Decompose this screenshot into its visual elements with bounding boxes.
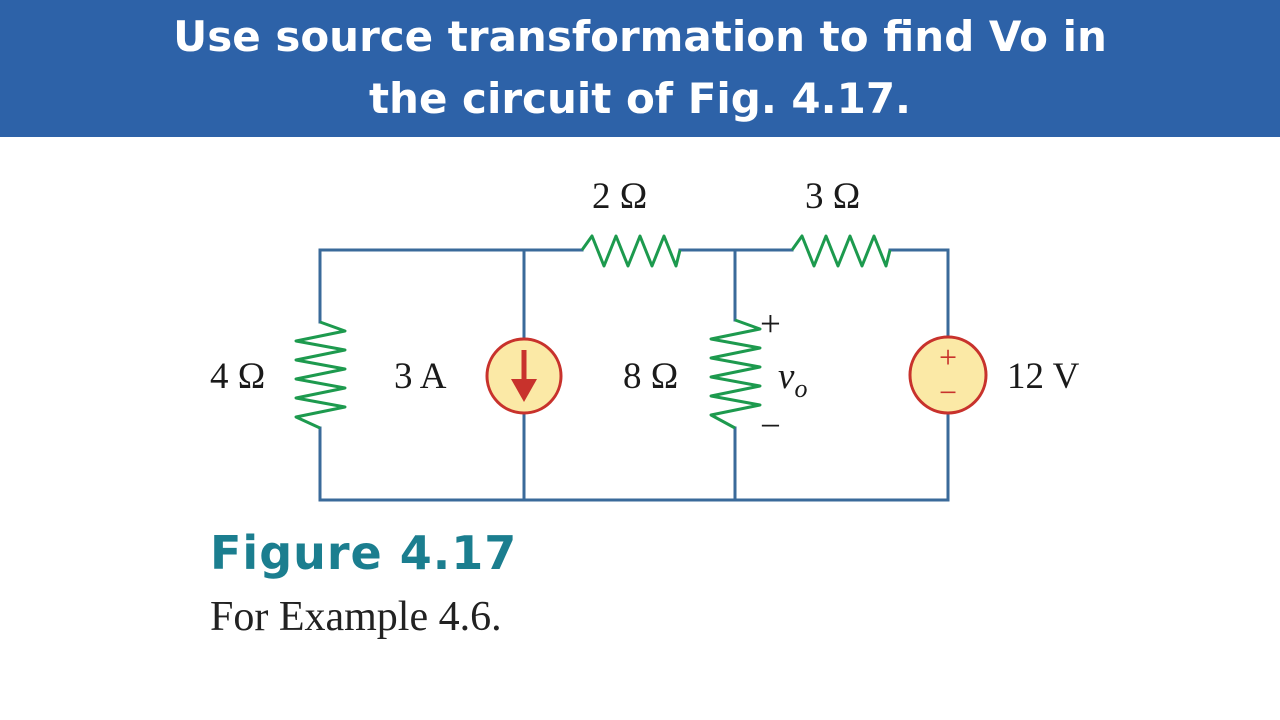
current-source-icon xyxy=(485,337,563,415)
voltage-source-plus: + xyxy=(939,339,957,375)
label-vo-plus: + xyxy=(760,304,781,345)
label-voltage-source: 12 V xyxy=(1007,356,1080,397)
header-banner: Use source transformation to find Vo in … xyxy=(0,0,1280,137)
resistor-2-ohm-icon xyxy=(580,234,682,268)
figure-caption: For Example 4.6. xyxy=(210,594,502,640)
label-vo-subscript: o xyxy=(794,374,807,403)
figure-title: Figure 4.17 xyxy=(210,526,518,580)
voltage-source-icon: + − xyxy=(908,335,988,415)
resistor-3-ohm-icon xyxy=(790,234,892,268)
label-r-top-left: 2 Ω xyxy=(592,176,647,217)
wire-bottom xyxy=(318,400,950,502)
header-title-line-1: Use source transformation to find Vo in xyxy=(173,12,1107,61)
resistor-8-ohm-icon xyxy=(709,318,762,430)
label-vo-minus: − xyxy=(760,406,781,447)
label-vo: vo xyxy=(778,356,807,403)
circuit-wires xyxy=(318,248,950,502)
label-current-source: 3 A xyxy=(394,356,447,397)
wire-top-right xyxy=(888,248,950,350)
resistor-4-ohm-icon xyxy=(294,320,347,430)
header-title-line-2: the circuit of Fig. 4.17. xyxy=(368,74,912,123)
resistors xyxy=(294,234,892,430)
voltage-source-minus: − xyxy=(939,374,957,410)
label-r-left: 4 Ω xyxy=(210,356,265,397)
label-vo-letter: v xyxy=(778,356,795,397)
label-r-middle: 8 Ω xyxy=(623,356,678,397)
label-r-top-right: 3 Ω xyxy=(805,176,860,217)
